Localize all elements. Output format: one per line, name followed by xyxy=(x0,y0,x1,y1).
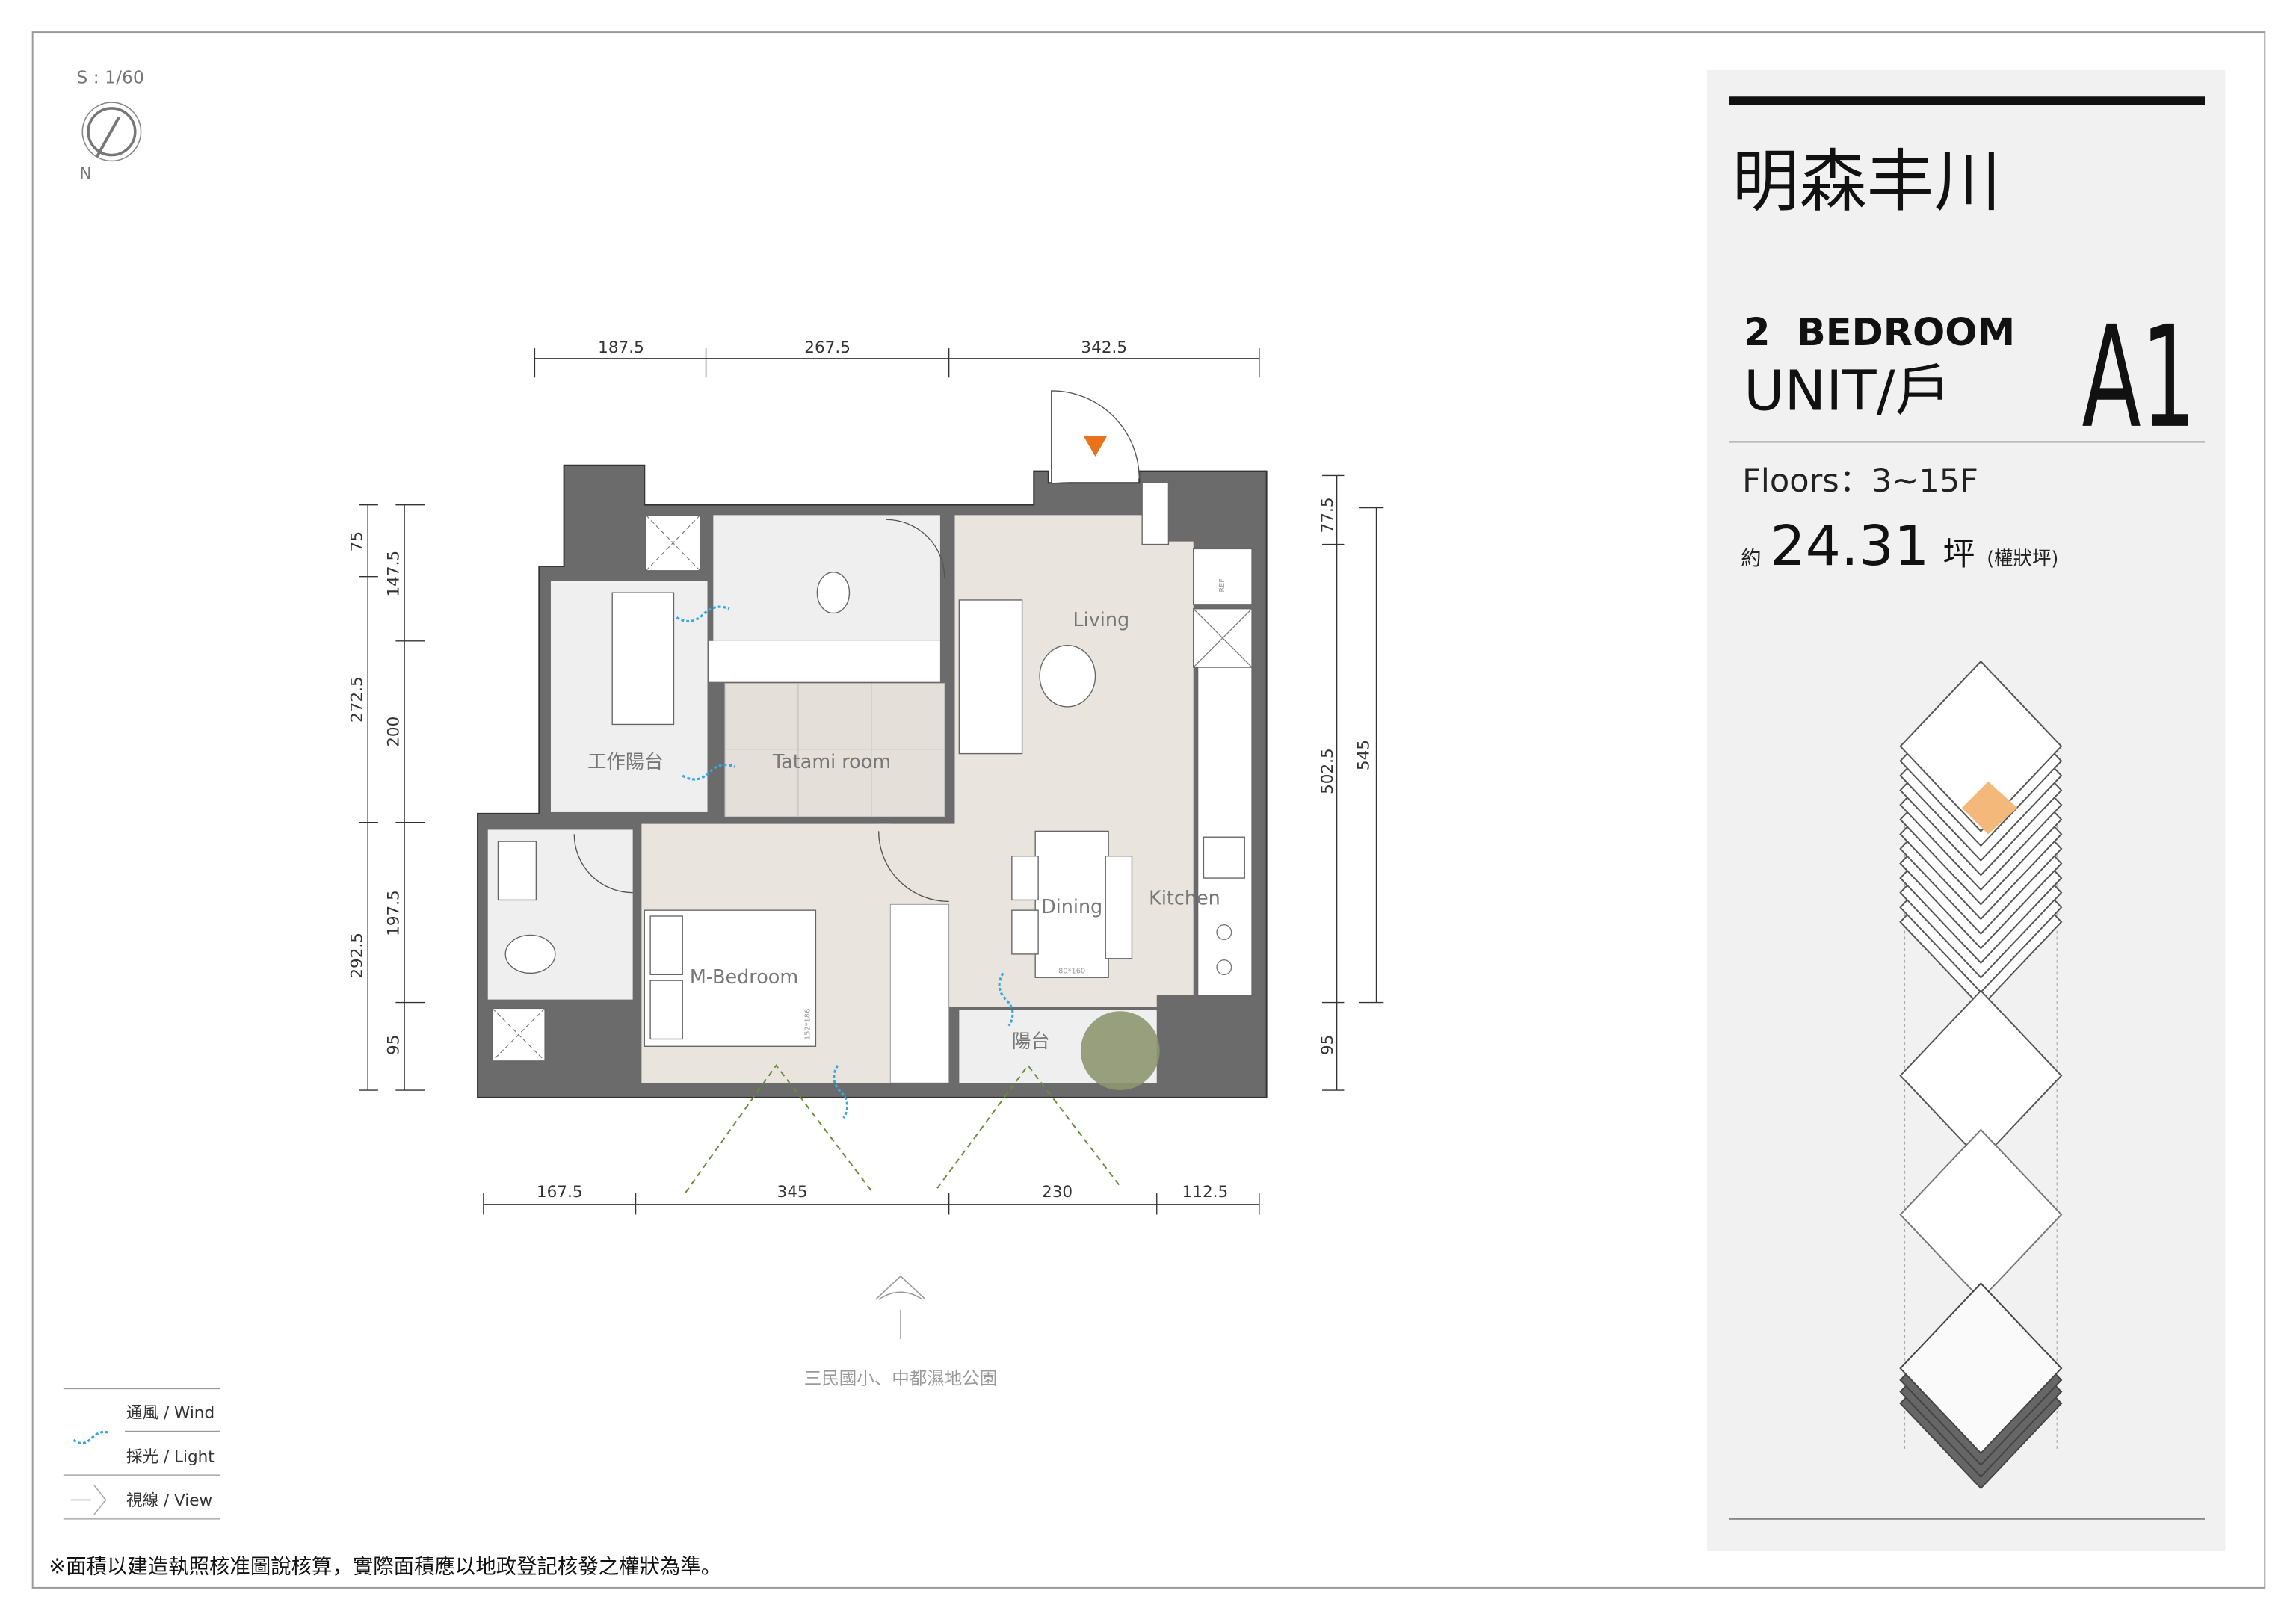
bed-size-label: 152*186 xyxy=(804,1009,812,1040)
north-compass-icon xyxy=(81,102,142,162)
coffee-table xyxy=(1039,644,1096,708)
closet xyxy=(889,903,950,1083)
dim-bottom-4: 112.5 xyxy=(1182,1183,1229,1202)
dim-right-inner-2: 502.5 xyxy=(1318,748,1337,794)
room-label-balcony: 陽台 xyxy=(1012,1030,1050,1053)
room-label-tatami: Tatami room xyxy=(772,751,891,773)
footnote: ※面積以建造執照核准圖說核算，實際面積應以地政登記核發之權狀為準。 xyxy=(49,1555,721,1578)
room-label-bedroom: M-Bedroom xyxy=(690,966,798,989)
bottom-dimensions: 167.5 345 230 112.5 xyxy=(483,1183,1260,1215)
dim-bottom-3: 230 xyxy=(1042,1183,1073,1202)
north-label: N xyxy=(79,164,91,183)
dim-right-outer-1: 545 xyxy=(1355,740,1374,770)
kitchen-counter xyxy=(1197,667,1253,996)
area-value: 24.31 xyxy=(1770,513,1929,578)
room-label-living: Living xyxy=(1073,609,1130,631)
scale-label: S : 1/60 xyxy=(76,67,144,88)
dim-top-3: 342.5 xyxy=(1081,338,1127,357)
dim-left-inner-3: 197.5 xyxy=(384,890,403,936)
legend-light: 採光 / Light xyxy=(126,1447,215,1466)
dim-top-1: 187.5 xyxy=(598,338,644,357)
dim-left-outer-1: 75 xyxy=(348,531,366,551)
view-direction-icon xyxy=(875,1275,926,1339)
building-axonometric xyxy=(1899,660,2063,1490)
dim-bottom-1: 167.5 xyxy=(537,1183,583,1202)
dim-left-inner-4: 95 xyxy=(384,1035,403,1055)
floors-range: Floors：3~15F xyxy=(1742,463,1978,500)
dim-right-inner-3: 95 xyxy=(1318,1035,1337,1055)
room-label-kitchen: Kitchen xyxy=(1149,887,1220,909)
wind-icon xyxy=(998,972,1014,1027)
dim-right-inner-1: 77.5 xyxy=(1318,497,1337,533)
room-label-work-balcony: 工作陽台 xyxy=(587,751,664,773)
unit-label: UNIT/戶 xyxy=(1744,358,1951,423)
room-label-dining: Dining xyxy=(1041,896,1102,918)
table-size-label: 80*160 xyxy=(1058,967,1085,975)
dim-left-inner-1: 147.5 xyxy=(384,551,403,597)
entry-arrow-icon xyxy=(1083,436,1108,457)
fridge-label: REF xyxy=(1218,578,1226,593)
dim-left-outer-2: 272.5 xyxy=(348,676,366,723)
view-lines xyxy=(685,1064,874,1193)
tatami-floor xyxy=(724,683,945,817)
legend-wind: 通風 / Wind xyxy=(126,1404,215,1423)
wind-icon xyxy=(833,1064,849,1119)
right-dimensions: 77.5 502.5 95 545 xyxy=(1318,474,1384,1091)
unit-code: A1 xyxy=(2081,296,2196,460)
legend-view: 視線 / View xyxy=(126,1491,212,1510)
project-name: 明森丰川 xyxy=(1732,143,2001,221)
unit-floor-plan: REF 80*160 152*186 Living Tatami room 工作… xyxy=(477,390,1268,1193)
area-note: (權狀坪) xyxy=(1987,548,2058,570)
dim-left-inner-2: 200 xyxy=(384,717,403,747)
title-panel: 明森丰川 2 BEDROOM UNIT/戶 A1 Floors：3~15F 約 … xyxy=(1707,70,2226,1551)
bedroom-count: 2 BEDROOM xyxy=(1744,311,2015,355)
unit-highlight xyxy=(1961,781,2018,835)
legend: 通風 / Wind 採光 / Light 視線 / View xyxy=(63,1388,220,1520)
sofa xyxy=(958,599,1023,755)
view-target-label: 三民國小、中都濕地公園 xyxy=(804,1368,997,1389)
dim-left-outer-3: 292.5 xyxy=(348,933,366,979)
dining-table xyxy=(1034,830,1109,978)
view-icon xyxy=(70,1485,107,1515)
building-floor-slab xyxy=(1899,1282,2063,1455)
left-dimensions: 75 272.5 292.5 147.5 200 197.5 95 xyxy=(348,504,425,1091)
tree-icon xyxy=(1080,1011,1160,1091)
dim-bottom-2: 345 xyxy=(777,1183,808,1202)
area-unit: 坪 xyxy=(1942,536,1975,573)
dim-top-2: 267.5 xyxy=(804,338,851,357)
top-dimensions: 187.5 267.5 342.5 xyxy=(534,338,1260,378)
wind-icon xyxy=(72,1430,109,1445)
building-floor-slab xyxy=(1899,660,2063,832)
sheet-border xyxy=(31,31,2266,1589)
area-prefix: 約 xyxy=(1741,547,1761,570)
